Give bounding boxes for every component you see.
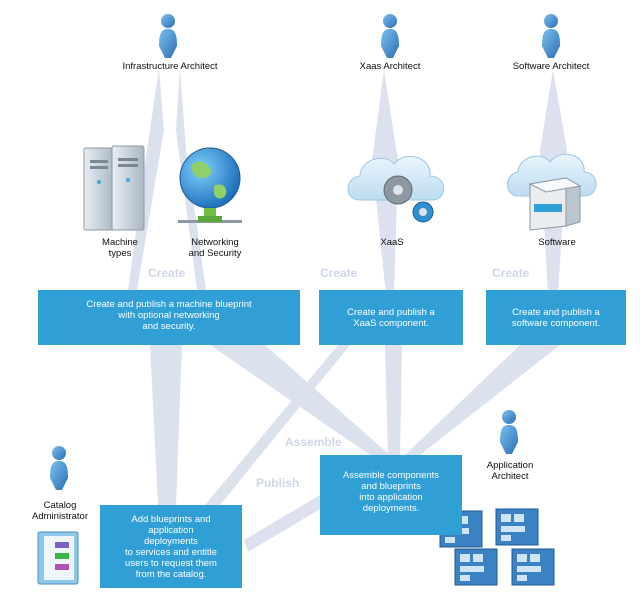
box-machine-blueprint: Create and publish a machine blueprint w… bbox=[38, 290, 300, 345]
role-application-architect: Application Architect bbox=[486, 460, 534, 482]
item-software: Software bbox=[538, 237, 576, 248]
arrow-xaas-to-catalog bbox=[205, 345, 350, 505]
role-software-architect: Software Architect bbox=[512, 61, 590, 72]
arrow-xaas-to-assemble bbox=[385, 345, 402, 455]
box-software-component: Create and publish a software component. bbox=[486, 290, 626, 345]
server-icon bbox=[83, 145, 145, 231]
globe-network-icon bbox=[178, 147, 242, 223]
box-xaas-component: Create and publish a XaaS component. bbox=[319, 290, 463, 345]
flow-arrows bbox=[128, 68, 567, 552]
arrow-infra-right bbox=[176, 68, 206, 290]
role-infrastructure-architect: Infrastructure Architect bbox=[122, 61, 218, 72]
item-networking-security: Networking and Security bbox=[188, 237, 242, 259]
box-catalog: Add blueprints and application deploymen… bbox=[100, 505, 242, 588]
arrow-infra-left bbox=[128, 68, 164, 290]
box-catalog-text: Add blueprints and application deploymen… bbox=[125, 514, 217, 580]
person-icon bbox=[159, 14, 177, 58]
box-software-component-text: Create and publish a software component. bbox=[511, 307, 601, 329]
arrow-assemble-to-catalog bbox=[244, 495, 322, 552]
item-machine-types: Machine types bbox=[102, 237, 138, 259]
role-xaas-architect: Xaas Architect bbox=[359, 61, 421, 72]
box-assemble: Assemble components and blueprints into … bbox=[320, 455, 462, 535]
stage-create-1: Create bbox=[148, 266, 186, 280]
box-machine-blueprint-text: Create and publish a machine blueprint w… bbox=[86, 299, 252, 332]
box-xaas-component-text: Create and publish a XaaS component. bbox=[347, 307, 435, 329]
arrow-machine-to-catalog bbox=[150, 345, 182, 505]
item-xaas: XaaS bbox=[380, 237, 404, 248]
arrow-software-to-assemble bbox=[405, 345, 560, 455]
box-assemble-text: Assemble components and blueprints into … bbox=[342, 470, 440, 514]
stage-create-3: Create bbox=[492, 266, 530, 280]
role-catalog-administrator: Catalog Administrator bbox=[32, 500, 88, 522]
stage-create-2: Create bbox=[320, 266, 358, 280]
cloud-gear-icon bbox=[347, 155, 445, 223]
stage-assemble: Assemble bbox=[285, 435, 342, 449]
person-icon bbox=[542, 14, 560, 58]
cloud-software-box-icon bbox=[507, 153, 597, 231]
person-icon bbox=[381, 14, 399, 58]
person-icon bbox=[500, 410, 518, 454]
catalog-book-icon bbox=[37, 531, 79, 585]
person-icon bbox=[50, 446, 68, 490]
stage-publish: Publish bbox=[256, 476, 300, 490]
